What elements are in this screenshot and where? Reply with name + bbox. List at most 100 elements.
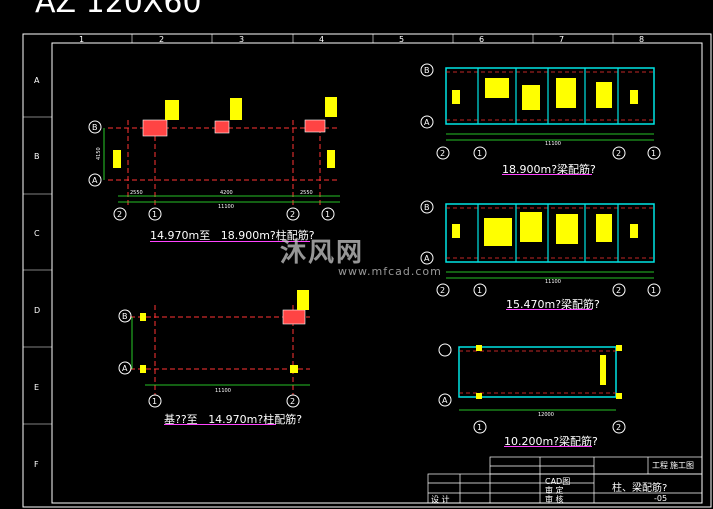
axis-bubble — [647, 146, 661, 160]
grid-col-label: 4 — [319, 35, 325, 44]
outer-frame — [22, 33, 712, 508]
dimension-text: 11100 — [215, 388, 231, 394]
axis-bubble-b — [420, 63, 434, 77]
title-part: 14.970m?柱配筋? — [208, 413, 303, 426]
axis-label: 1 — [477, 149, 482, 158]
title-block-subproject: 施工图 — [670, 461, 694, 470]
plan-2-title-underline — [502, 174, 592, 175]
column-mark — [476, 393, 482, 399]
axis-label: A — [424, 254, 430, 263]
axis-bubble — [473, 146, 487, 160]
plan-4-title: 基??至 14.970m?柱配筋? — [164, 411, 302, 427]
axis-label: B — [92, 123, 98, 132]
axis-label: 2 — [290, 210, 295, 219]
grid-col-label: 6 — [479, 35, 485, 44]
axis-label: 1 — [152, 210, 157, 219]
annotation-cluster — [600, 355, 606, 385]
dimension-text: 11100 — [218, 204, 234, 210]
annotation-clusters — [140, 290, 309, 373]
axis-label: 2 — [440, 286, 445, 295]
axis-label: 1 — [651, 286, 656, 295]
axis-label: B — [424, 203, 430, 212]
inner-frame — [51, 42, 703, 504]
axis-label: B — [424, 66, 430, 75]
grid-col-label: 5 — [399, 35, 405, 44]
watermark: 沐风网 www.mfcad.com — [280, 232, 442, 278]
grid-col-label: 7 — [559, 35, 565, 44]
column-mark — [616, 393, 622, 399]
title-block-drawing-no: -05 — [654, 494, 668, 503]
axis-label: A — [92, 176, 98, 185]
axis-bubble — [473, 283, 487, 297]
axis-label: 1 — [477, 286, 482, 295]
dimension-text: 11100 — [545, 141, 561, 147]
axis-bubble — [113, 207, 127, 221]
axis-label: 2 — [440, 149, 445, 158]
beam-lines — [477, 204, 619, 262]
title-part: 基??至 — [164, 413, 198, 426]
plan-1: B A 2 1 2 1 2550 4200 2550 11100 4150 — [88, 97, 340, 221]
axis-bubble — [438, 343, 452, 357]
plan-1-title-underline — [150, 241, 310, 242]
column-section — [282, 309, 306, 325]
plan-1-title: 14.970m至 18.900m?柱配筋? — [150, 227, 315, 243]
axis-bubble-a — [438, 393, 452, 407]
axis-label: 2 — [616, 423, 621, 432]
header-text: AZ 120X60 — [35, 0, 202, 20]
beam-outline — [458, 346, 617, 398]
axis-bubble — [148, 207, 162, 221]
grid-row-label: B — [34, 152, 40, 161]
plan-2: B A 2 1 2 1 11100 — [420, 63, 661, 160]
grid-row-label: A — [34, 76, 40, 85]
title-part: 18.900m?柱配筋? — [220, 229, 315, 242]
title-block-project: 工程 — [652, 461, 668, 470]
annotation-clusters — [113, 97, 337, 168]
annotation-clusters — [452, 78, 638, 110]
dimension-text: 12000 — [538, 412, 554, 418]
column-section — [304, 119, 326, 133]
column-mark — [616, 345, 622, 351]
axis-bubble — [612, 146, 626, 160]
watermark-url: www.mfcad.com — [338, 265, 442, 278]
column-section — [142, 119, 168, 137]
axis-bubble — [473, 420, 487, 434]
plan-4: B A 1 2 11100 — [118, 290, 310, 408]
dimension-text: 2550 — [130, 190, 143, 196]
title-block-row: 审 核 — [545, 495, 564, 504]
axis-label: 1 — [477, 423, 482, 432]
axis-label: 2 — [290, 397, 295, 406]
axis-label: 1 — [152, 397, 157, 406]
axis-bubble-b — [118, 309, 132, 323]
axis-label: 1 — [325, 210, 330, 219]
grid-row-label: C — [34, 229, 40, 238]
beam-lines — [477, 68, 619, 124]
axis-label: B — [122, 312, 128, 321]
axis-bubble — [436, 283, 450, 297]
axis-label: 2 — [616, 149, 621, 158]
axis-bubble — [286, 207, 300, 221]
axis-label: A — [122, 364, 128, 373]
axis-bubble — [286, 394, 300, 408]
plan-3-title: 15.470m?梁配筋? — [506, 298, 600, 311]
plan-2-title: 18.900m?梁配筋? — [502, 163, 596, 176]
watermark-name: 沐风网 — [280, 238, 365, 268]
plan-4-title-underline — [164, 424, 276, 425]
column-section — [214, 120, 230, 134]
title-block — [427, 456, 703, 504]
plan-3-title-underline — [506, 309, 592, 310]
plan-3: B A 2 1 2 1 11100 — [420, 200, 661, 297]
axis-bubble — [148, 394, 162, 408]
dimension-text: 2550 — [300, 190, 313, 196]
axis-bubble — [436, 146, 450, 160]
axis-bubble-a — [118, 361, 132, 375]
axis-bubble-a — [420, 251, 434, 265]
title-block-row: 设 计 — [431, 495, 450, 504]
axis-label: A — [424, 118, 430, 127]
dimension-text: 11100 — [545, 279, 561, 285]
dimension-text: 4150 — [96, 147, 102, 160]
plan-5-title: 10.200m?梁配筋? — [504, 435, 598, 448]
axis-bubble-a — [420, 115, 434, 129]
top-zone-marks — [131, 34, 614, 43]
title-block-code: CAD图 — [545, 477, 571, 486]
axis-bubble — [647, 283, 661, 297]
